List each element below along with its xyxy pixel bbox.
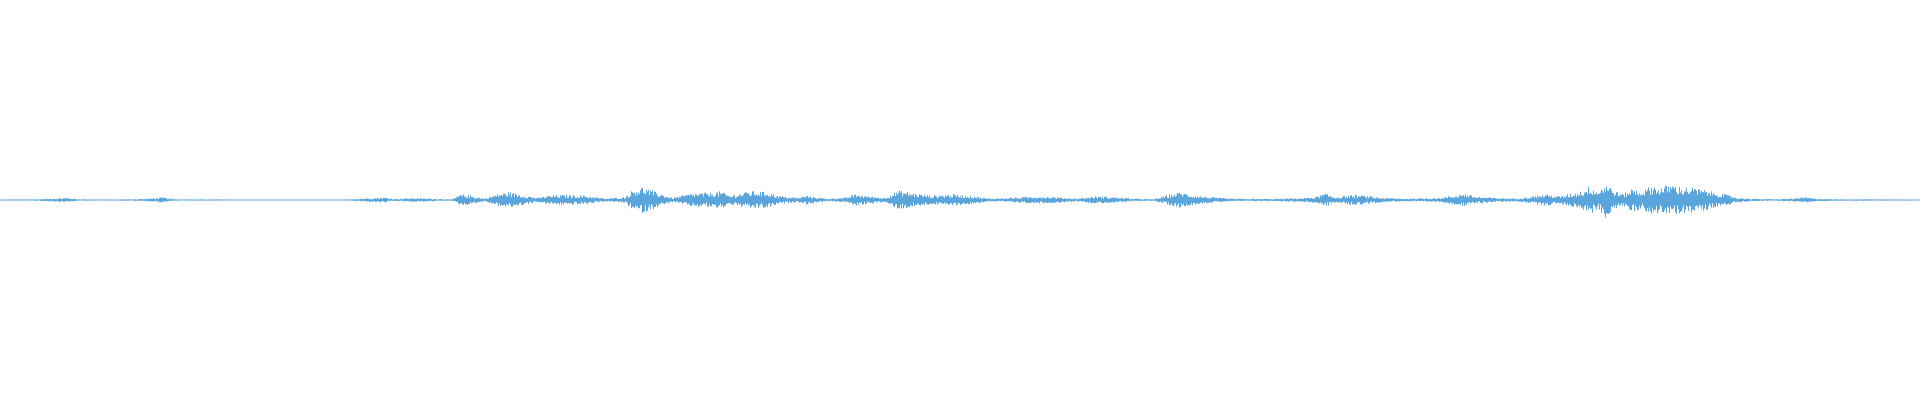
waveform-path [0,185,1920,218]
